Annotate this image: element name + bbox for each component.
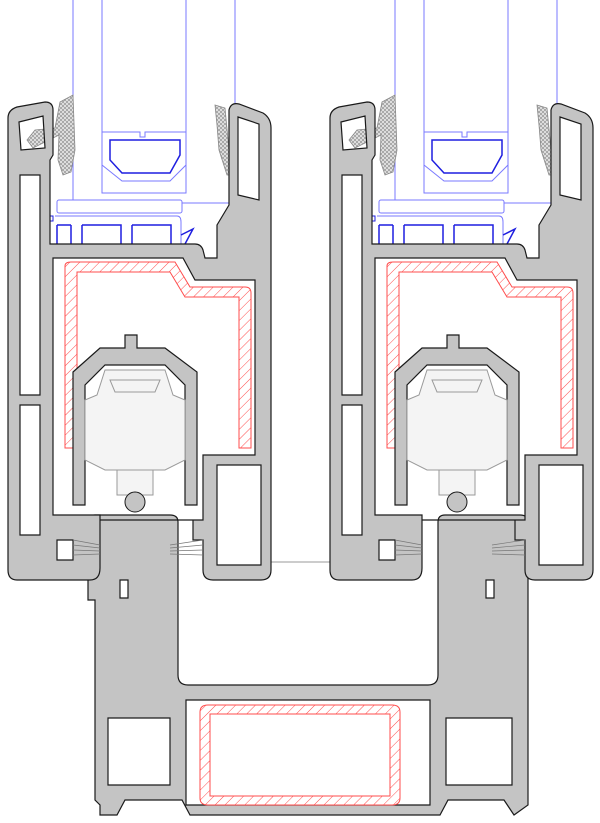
right-sash	[329, 0, 594, 581]
left-sash	[7, 0, 272, 581]
frame-reinforcement	[199, 704, 401, 806]
frame-profile	[87, 514, 529, 816]
